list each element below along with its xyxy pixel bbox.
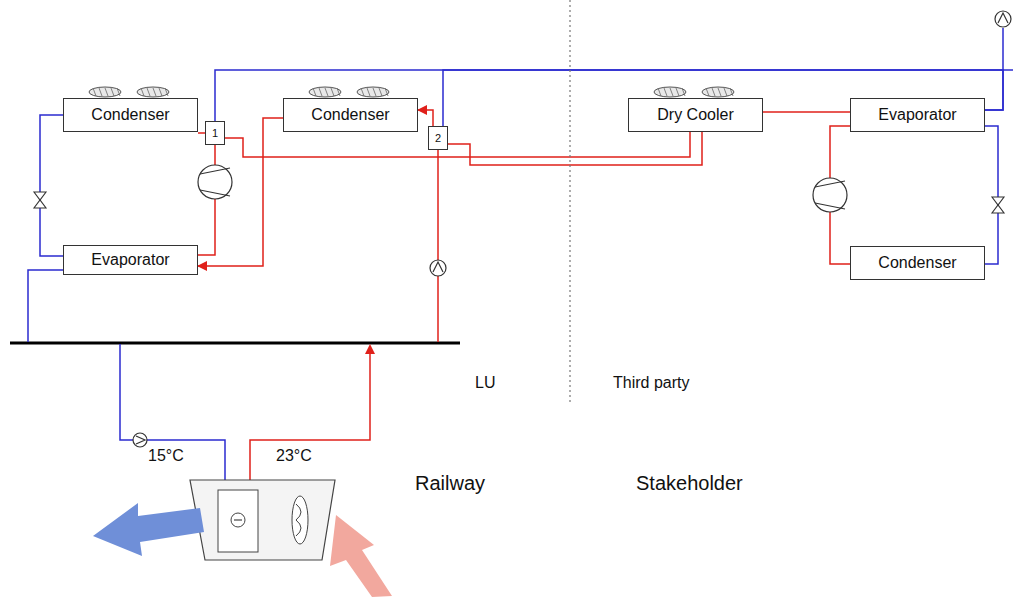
zone-label: Stakeholder [636, 472, 743, 495]
junction-box: 2 [428, 126, 448, 150]
valve-symbol [34, 192, 46, 208]
fan-symbol [702, 87, 734, 97]
equipment-box: Evaporator [63, 245, 198, 275]
node-label: Condenser [91, 106, 169, 124]
divider-line [569, 0, 570, 405]
temperature-label: 23°C [276, 447, 312, 465]
cold-pipe [985, 126, 998, 264]
fan-symbol [137, 87, 169, 97]
cold-pipe [40, 115, 63, 256]
node-label: 2 [435, 132, 441, 144]
warm-pipe [198, 118, 283, 266]
node-label: Evaporator [91, 251, 169, 269]
pipe-stub [1002, 28, 1004, 70]
return-pipe [28, 270, 63, 342]
supply-pipe [437, 150, 439, 342]
pump-symbol [430, 260, 446, 276]
warm-pipe [448, 132, 702, 165]
warm-pipe [418, 110, 433, 126]
node-label: Condenser [878, 254, 956, 272]
area-label: Third party [613, 374, 689, 392]
junction-box: 1 [205, 121, 225, 145]
equipment-box: Condenser [283, 98, 418, 132]
zone-label: Railway [415, 472, 485, 495]
warm-pipe [198, 132, 205, 134]
pump-symbol [133, 433, 147, 447]
warm-air-arrow [330, 515, 392, 597]
compressor-symbol [813, 178, 847, 212]
equipment-box: Condenser [63, 98, 198, 132]
fan-symbol [654, 87, 686, 97]
cold-air-arrow [93, 503, 204, 556]
warm-pipe [763, 111, 850, 113]
warm-pipe [198, 145, 215, 255]
node-label: 1 [212, 127, 218, 139]
fan-symbol [357, 87, 389, 97]
fan-symbol [89, 87, 121, 97]
equipment-box: Condenser [850, 246, 985, 280]
header-bar [10, 342, 460, 345]
warm-pipe [250, 352, 370, 480]
valve-symbol [992, 197, 1004, 213]
cold-pipe [120, 344, 225, 480]
compressor-symbol [198, 165, 232, 199]
equipment-box: Evaporator [850, 98, 985, 132]
area-label: LU [475, 374, 495, 392]
node-label: Condenser [311, 106, 389, 124]
pipe-stub [1003, 69, 1013, 71]
flow-arrowhead [365, 344, 375, 354]
node-label: Evaporator [878, 106, 956, 124]
pump-symbol [995, 11, 1011, 27]
fan-symbol [309, 87, 341, 97]
node-label: Dry Cooler [657, 106, 733, 124]
cooling-unit [190, 480, 335, 560]
temperature-label: 15°C [148, 447, 184, 465]
equipment-box: Dry Cooler [628, 98, 763, 132]
